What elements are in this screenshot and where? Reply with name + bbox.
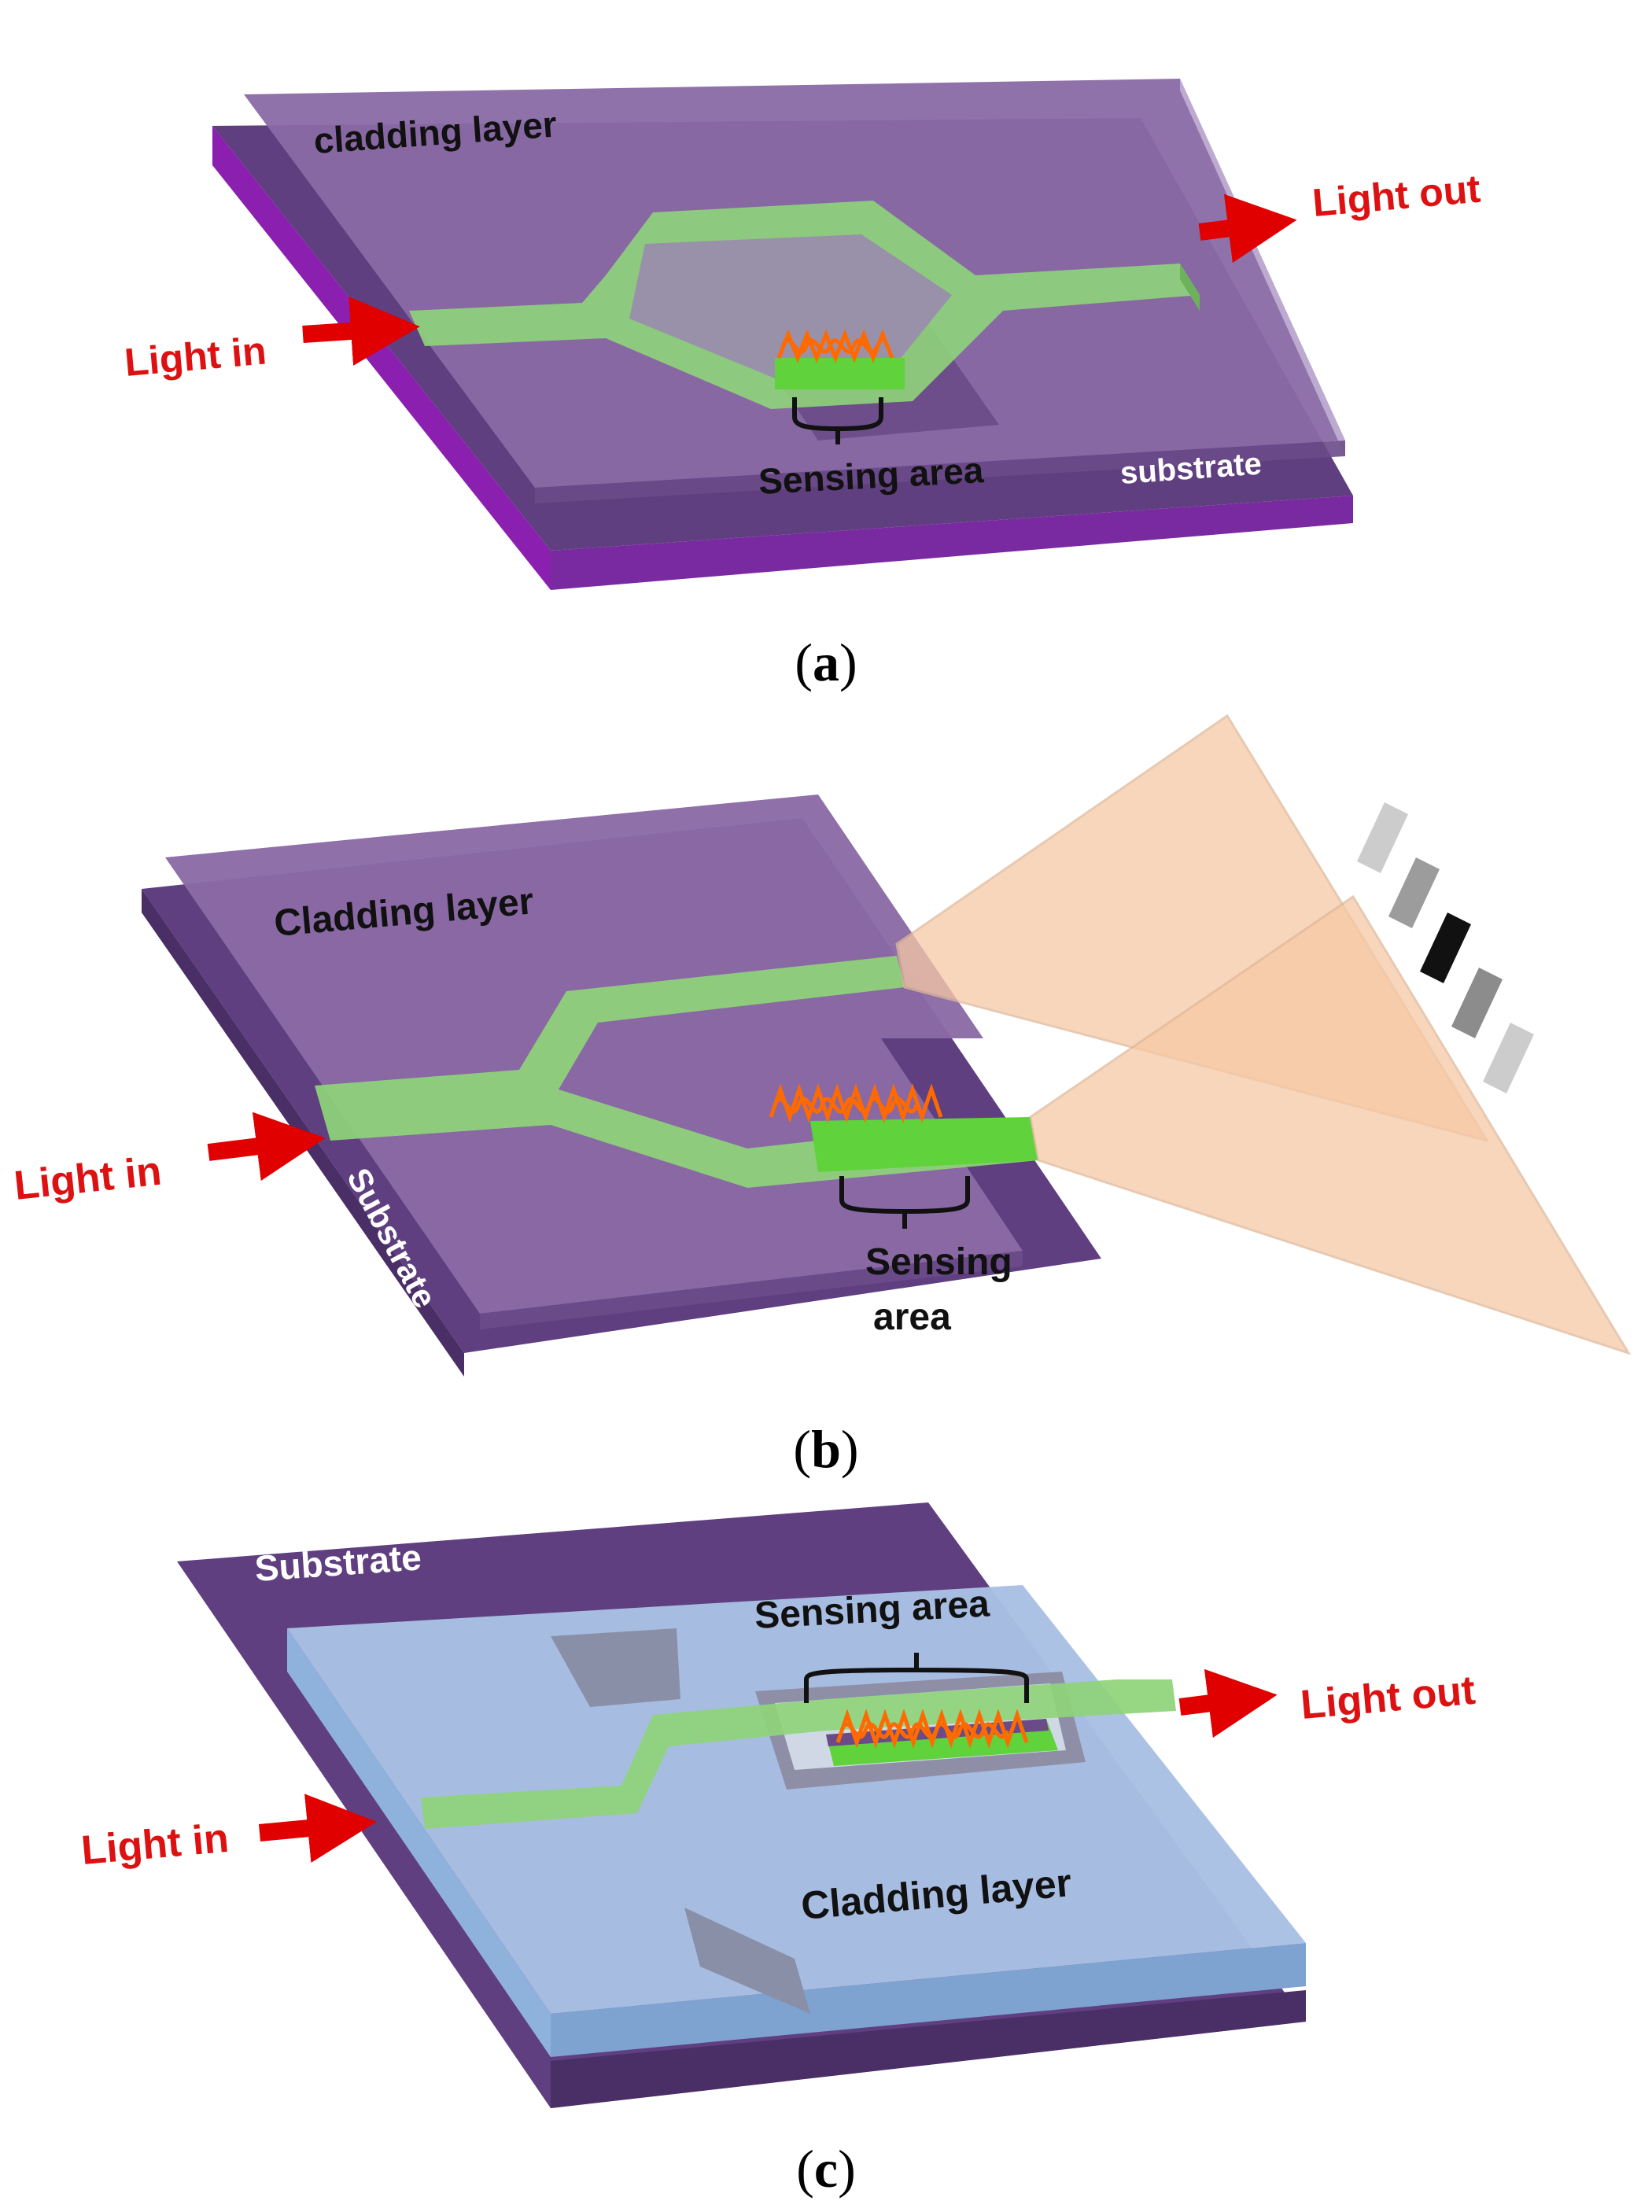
light-in-label-c: Light in (79, 1816, 230, 1874)
mzi-waveguide-a (409, 201, 1200, 409)
light-in-arrow-b (207, 1112, 326, 1182)
panel-c: Substrate Sensing area Light in Light ou… (79, 1502, 1477, 2199)
cladding-layer-b (165, 794, 1023, 1329)
sensing-window-a (775, 329, 905, 389)
y-branch-waveguide-b (315, 956, 1038, 1188)
panel-b: Cladding layer Light in Sensing area Sub… (12, 713, 1632, 1479)
light-cone-lower (1029, 894, 1632, 1355)
light-in-arrow-c (258, 1794, 377, 1863)
sensing-brace-a (792, 397, 883, 444)
caption-b: (b) (793, 1419, 858, 1479)
sensing-brace-c (804, 1653, 1029, 1703)
panel-a: cladding layer Light in Light out Sensin… (123, 79, 1482, 692)
light-out-arrow-c (1178, 1668, 1278, 1738)
biomolecules-c (835, 1709, 1029, 1749)
caption-c: (c) (796, 2139, 856, 2199)
light-in-label-b: Light in (12, 1148, 164, 1209)
biomolecules-b (769, 1083, 943, 1123)
light-in-arrow-a (302, 297, 420, 366)
sensing-brace-b (839, 1176, 970, 1229)
sensing-label-b-line1: Sensing (865, 1241, 1012, 1283)
light-in-label-a: Light in (123, 328, 268, 385)
light-out-label-c: Light out (1299, 1668, 1477, 1728)
light-out-label-a: Light out (1311, 167, 1482, 225)
interference-fringes (1357, 802, 1534, 1093)
light-out-arrow-a (1198, 194, 1297, 264)
caption-a: (a) (795, 632, 857, 692)
sensing-label-b-line2: area (873, 1296, 951, 1338)
biomolecules-a (776, 329, 894, 363)
